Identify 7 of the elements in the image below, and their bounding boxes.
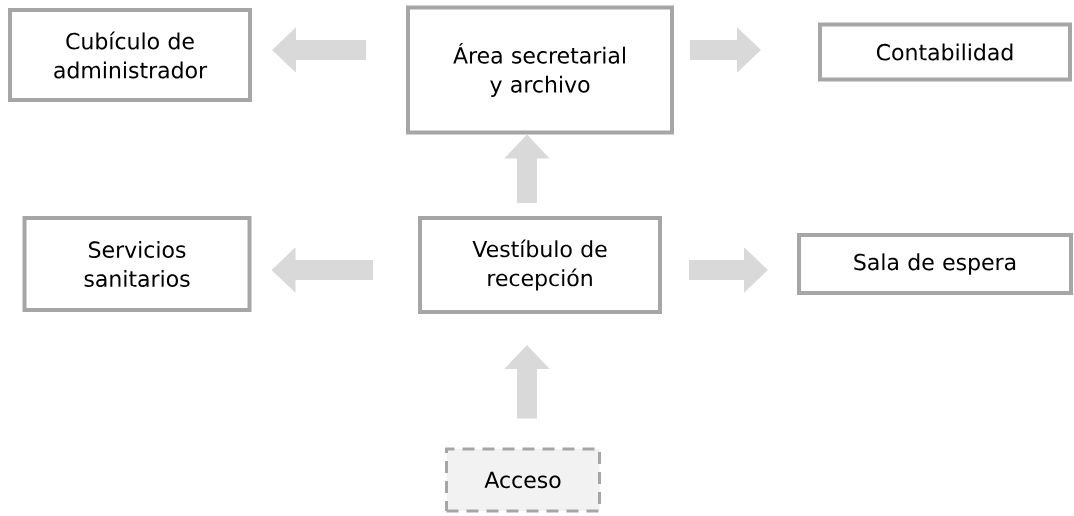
- room-box: Servicios sanitarios: [22, 216, 252, 312]
- room-box: Contabilidad: [818, 22, 1072, 82]
- room-box: Cubículo de administrador: [8, 8, 252, 102]
- room-box: Área secretarial y archivo: [406, 5, 674, 135]
- room-box: Vestíbulo de recepción: [418, 216, 662, 314]
- room-box: Sala de espera: [797, 233, 1073, 295]
- entrance-box: Acceso: [445, 447, 601, 513]
